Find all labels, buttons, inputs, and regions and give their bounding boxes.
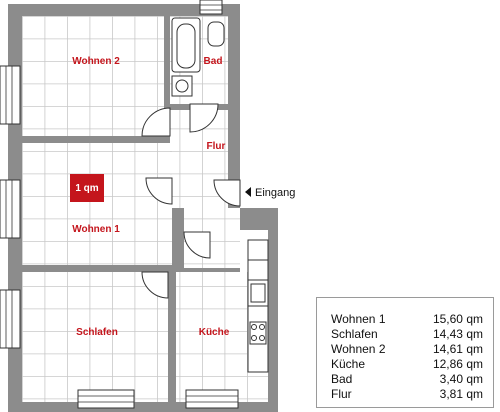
kitchen-fixtures [247, 239, 269, 373]
toilet [207, 21, 225, 47]
room-label-kueche: Küche [199, 327, 230, 338]
scale-marker-box [70, 174, 104, 202]
area-row: Flur 3,81 qm [331, 387, 483, 402]
area-row: Wohnen 2 14,61 qm [331, 342, 483, 357]
area-row: Bad 3,40 qm [331, 372, 483, 387]
area-row-name: Küche [331, 357, 366, 371]
area-row-name: Flur [331, 387, 352, 401]
area-row-name: Wohnen 1 [331, 312, 386, 326]
door-schlafen [141, 271, 169, 299]
window-schlafen [0, 289, 21, 349]
area-row-name: Bad [331, 372, 353, 386]
window-bad-top [199, 0, 223, 15]
area-row-name: Schlafen [331, 327, 378, 341]
room-label-wohnen-2: Wohnen 2 [72, 56, 120, 67]
area-row-value: 3,81 qm [439, 387, 483, 401]
entrance-label: Eingang [255, 187, 295, 199]
area-row-value: 15,60 qm [432, 312, 483, 326]
area-row-value: 12,86 qm [432, 357, 483, 371]
area-row-value: 14,61 qm [432, 342, 483, 356]
area-row-value: 3,40 qm [439, 372, 483, 386]
entrance-arrow-icon [245, 187, 251, 197]
room-label-flur: Flur [207, 141, 226, 152]
window-wohnen-1 [0, 179, 21, 239]
room-label-schlafen: Schlafen [76, 327, 118, 338]
area-row-name: Wohnen 2 [331, 342, 386, 356]
kitchen-sink [250, 283, 266, 303]
scale-marker: 1 qm [75, 183, 98, 194]
window-mullions [5, 4, 238, 403]
doors [141, 103, 241, 299]
window-kueche-bottom [185, 389, 239, 409]
window-schlafen-bottom [77, 389, 135, 409]
area-table: Wohnen 1 15,60 qm Schlafen 14,43 qm Wohn… [316, 297, 494, 408]
area-row: Wohnen 1 15,60 qm [331, 312, 483, 327]
door-bad [189, 103, 219, 133]
area-row: Küche 12,86 qm [331, 357, 483, 372]
room-label-wohnen-1: Wohnen 1 [72, 224, 120, 235]
area-row-value: 14,43 qm [432, 327, 483, 341]
area-row: Schlafen 14,43 qm [331, 327, 483, 342]
door-wohnen-1 [145, 177, 173, 205]
bathroom-fixtures [171, 17, 225, 97]
room-label-bad: Bad [204, 56, 223, 67]
door-wohnen-2 [141, 107, 171, 137]
window-wohnen-2 [0, 65, 21, 125]
windows [0, 0, 239, 409]
door-entrance [213, 179, 241, 207]
door-kueche [183, 231, 211, 259]
